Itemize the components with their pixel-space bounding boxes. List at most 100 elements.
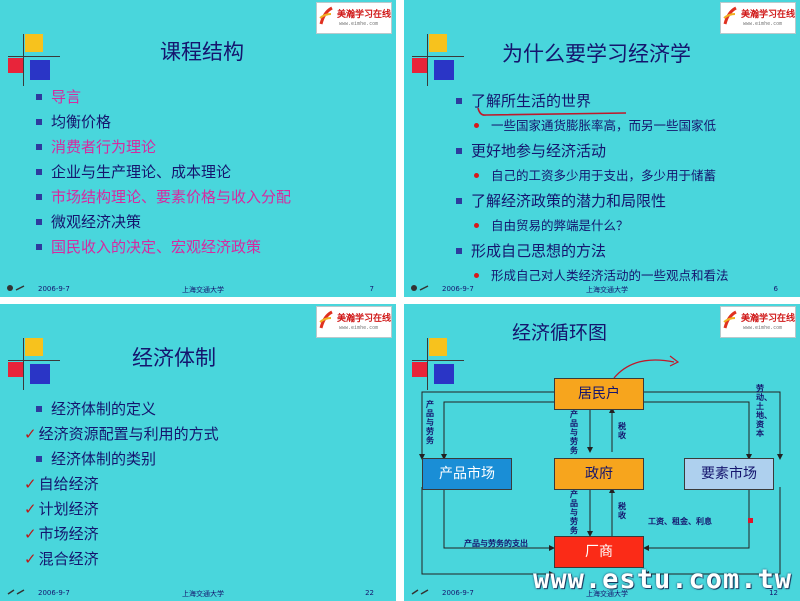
bullet-icon: [456, 147, 462, 154]
check-list-item: ✓自给经济: [24, 474, 99, 493]
nav-controls-icon[interactable]: [410, 284, 430, 292]
bullet-icon: [36, 193, 42, 200]
firms-box: 厂商: [554, 536, 644, 568]
slide-economic-systems: 美瀚学习在线 www.eimhe.com 经济体制 经济体制的定义 ✓经济资源配…: [0, 304, 396, 601]
watermark-text: www.estu.com.tw: [533, 564, 792, 595]
course-list: 导言 均衡价格 消费者行为理论 企业与生产理论、成本理论 市场结构理论、要素价格…: [36, 84, 291, 259]
label-goods-services-top: 产品与劳务: [570, 410, 578, 455]
logo-swoosh-icon: [723, 6, 737, 25]
page-title: 为什么要学习经济学: [502, 42, 691, 66]
bullet-icon: [36, 93, 42, 100]
logo-url-text: www.eimhe.com: [743, 325, 783, 331]
logo-url-text: www.eimhe.com: [743, 21, 783, 27]
logo-swoosh-icon: [723, 310, 737, 329]
brand-logo: 美瀚学习在线 www.eimhe.com: [316, 2, 392, 34]
bullet-icon: [456, 197, 462, 204]
sub-list-item: 自由贸易的弊端是什么？: [456, 213, 729, 238]
nav-controls-icon[interactable]: [6, 284, 26, 292]
dot-bullet-icon: [474, 173, 479, 178]
bullet-icon: [36, 143, 42, 150]
check-list-item: ✓市场经济: [24, 524, 99, 543]
product-market-box: 产品市场: [422, 458, 512, 490]
checkmark-icon: ✓: [24, 499, 37, 518]
brand-logo: 美瀚学习在线 www.eimhe.com: [720, 306, 796, 338]
sub-list-item: 一些国家通货膨胀率高，而另一些国家低: [456, 113, 729, 138]
label-goods-services-left: 产品与劳务: [426, 400, 434, 445]
footer-university: 上海交通大学: [586, 286, 628, 294]
decorative-squares-icon: [8, 338, 60, 390]
households-box: 居民户: [554, 378, 644, 410]
page-number: 22: [365, 589, 374, 597]
slide-economic-circular-flow: 美瀚学习在线 www.eimhe.com 经济循环图: [404, 304, 800, 601]
decorative-squares-icon: [8, 34, 60, 86]
slide-footer: 2006-9-7 上海交通大学 22: [0, 583, 396, 601]
bullet-icon: [36, 218, 42, 225]
checkmark-icon: ✓: [24, 524, 37, 543]
list-item: 经济体制的类别: [36, 446, 219, 471]
pen-stroke-annotation: [613, 359, 675, 379]
list-item: 了解所生活的世界: [456, 88, 729, 113]
brand-logo: 美瀚学习在线 www.eimhe.com: [720, 2, 796, 34]
dot-bullet-icon: [474, 273, 479, 278]
list-item: 国民收入的决定、宏观经济政策: [36, 234, 291, 259]
list-item: 均衡价格: [36, 109, 291, 134]
label-labor-land-capital: 劳动、土地、资本: [756, 384, 772, 438]
reasons-list: 了解所生活的世界 一些国家通货膨胀率高，而另一些国家低 更好地参与经济活动 自己…: [456, 88, 729, 288]
slide-why-study-economics: 美瀚学习在线 www.eimhe.com 为什么要学习经济学 了解所生活的世界 …: [404, 0, 800, 297]
bullet-icon: [36, 243, 42, 250]
slide-footer: 2006-9-7 上海交通大学 6: [404, 279, 800, 297]
sub-list-item: 形成自己对人类经济活动的一些观点和看法: [456, 263, 729, 288]
page-number: 7: [369, 285, 374, 293]
list-item: 市场结构理论、要素价格与收入分配: [36, 184, 291, 209]
bullet-icon: [36, 455, 42, 462]
logo-swoosh-icon: [319, 310, 333, 329]
bullet-icon: [456, 247, 462, 254]
list-item: 导言: [36, 84, 291, 109]
list-item: 经济体制的定义: [36, 396, 219, 421]
check-list-item: ✓计划经济: [24, 499, 99, 518]
list-item: 了解经济政策的潜力和局限性: [456, 188, 729, 213]
footer-date: 2006-9-7: [442, 589, 474, 597]
checkmark-icon: ✓: [24, 474, 37, 493]
flow-arrows: [419, 355, 783, 577]
footer-university: 上海交通大学: [586, 590, 628, 598]
logo-brand-text: 美瀚学习在线: [337, 10, 392, 20]
label-tax-bottom: 税收: [618, 502, 626, 520]
label-spending-goods-services: 产品与劳务的支出: [464, 539, 528, 548]
dot-bullet-icon: [474, 123, 479, 128]
logo-swoosh-icon: [319, 6, 333, 25]
bullet-icon: [36, 118, 42, 125]
dot-bullet-icon: [474, 223, 479, 228]
checkmark-icon: ✓: [24, 424, 37, 443]
label-goods-services-bottom: 产品与劳务: [570, 490, 578, 535]
list-item: 微观经济决策: [36, 209, 291, 234]
slide-footer: 2006-9-7 上海交通大学 12: [404, 583, 800, 601]
logo-url-text: www.eimhe.com: [339, 325, 379, 331]
logo-brand-text: 美瀚学习在线: [741, 10, 796, 20]
footer-university: 上海交通大学: [182, 286, 224, 294]
label-tax-top: 税收: [618, 422, 626, 440]
footer-date: 2006-9-7: [442, 285, 474, 293]
slide-footer: 2006-9-7 上海交通大学 7: [0, 279, 396, 297]
brand-logo: 美瀚学习在线 www.eimhe.com: [316, 306, 392, 338]
label-wages-rent-interest: 工资、租金、利息: [648, 517, 712, 526]
pen-underline-annotation: [477, 107, 627, 116]
list-item: 形成自己思想的方法: [456, 238, 729, 263]
government-box: 政府: [554, 458, 644, 490]
footer-date: 2006-9-7: [38, 285, 70, 293]
list-item: 消费者行为理论: [36, 134, 291, 159]
decorative-squares-icon: [412, 34, 464, 86]
list-item: 企业与生产理论、成本理论: [36, 159, 291, 184]
nav-controls-icon[interactable]: [410, 588, 430, 596]
footer-university: 上海交通大学: [182, 590, 224, 598]
bullet-icon: [456, 97, 462, 104]
slide-course-structure: 美瀚学习在线 www.eimhe.com 课程结构 导言 均衡价格 消费者行为理…: [0, 0, 396, 297]
nav-controls-icon[interactable]: [6, 588, 26, 596]
page-title: 课程结构: [160, 40, 244, 64]
page-title: 经济循环图: [512, 322, 608, 344]
page-number: 6: [773, 285, 778, 293]
check-list-item: ✓经济资源配置与利用的方式: [24, 424, 219, 443]
list-item: 更好地参与经济活动: [456, 138, 729, 163]
pointer-marker-icon: [748, 518, 753, 523]
footer-date: 2006-9-7: [38, 589, 70, 597]
